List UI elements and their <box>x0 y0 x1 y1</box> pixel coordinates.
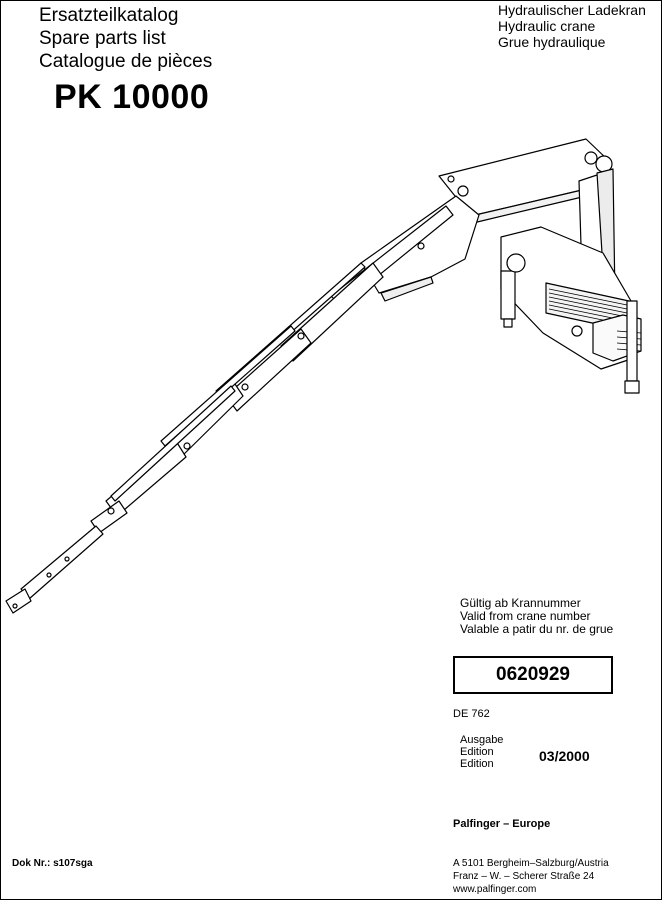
valid-label-french: Valable a patir du nr. de grue <box>460 622 614 636</box>
valid-label-english: Valid from crane number <box>460 609 591 623</box>
crane-number: 0620929 <box>496 664 570 685</box>
title-french: Catalogue de pièces <box>39 51 213 72</box>
product-english: Hydraulic crane <box>498 18 596 34</box>
website-link[interactable]: www.palfinger.com <box>453 884 537 895</box>
product-german: Hydraulischer Ladekran <box>498 2 646 18</box>
title-english: Spare parts list <box>39 28 166 49</box>
crane-illustration <box>5 138 642 614</box>
address-line-2: Franz – W. – Scherer Straße 24 <box>453 871 595 882</box>
edition-value: 03/2000 <box>539 748 590 764</box>
edition-label-french: Edition <box>460 758 494 770</box>
publisher-name: Palfinger – Europe <box>453 818 551 830</box>
crane-number-box: 0620929 <box>453 656 613 694</box>
edition-label-english: Edition <box>460 746 494 758</box>
title-german: Ersatzteilkatalog <box>39 5 179 26</box>
document-code: DE 762 <box>453 708 490 720</box>
valid-label-german: Gültig ab Krannummer <box>460 596 581 610</box>
address-line-1: A 5101 Bergheim–Salzburg/Austria <box>453 858 609 869</box>
edition-label-german: Ausgabe <box>460 734 504 746</box>
document-number: Dok Nr.: s107sga <box>12 858 93 869</box>
product-french: Grue hydraulique <box>498 34 606 50</box>
model-name: PK 10000 <box>54 78 210 116</box>
